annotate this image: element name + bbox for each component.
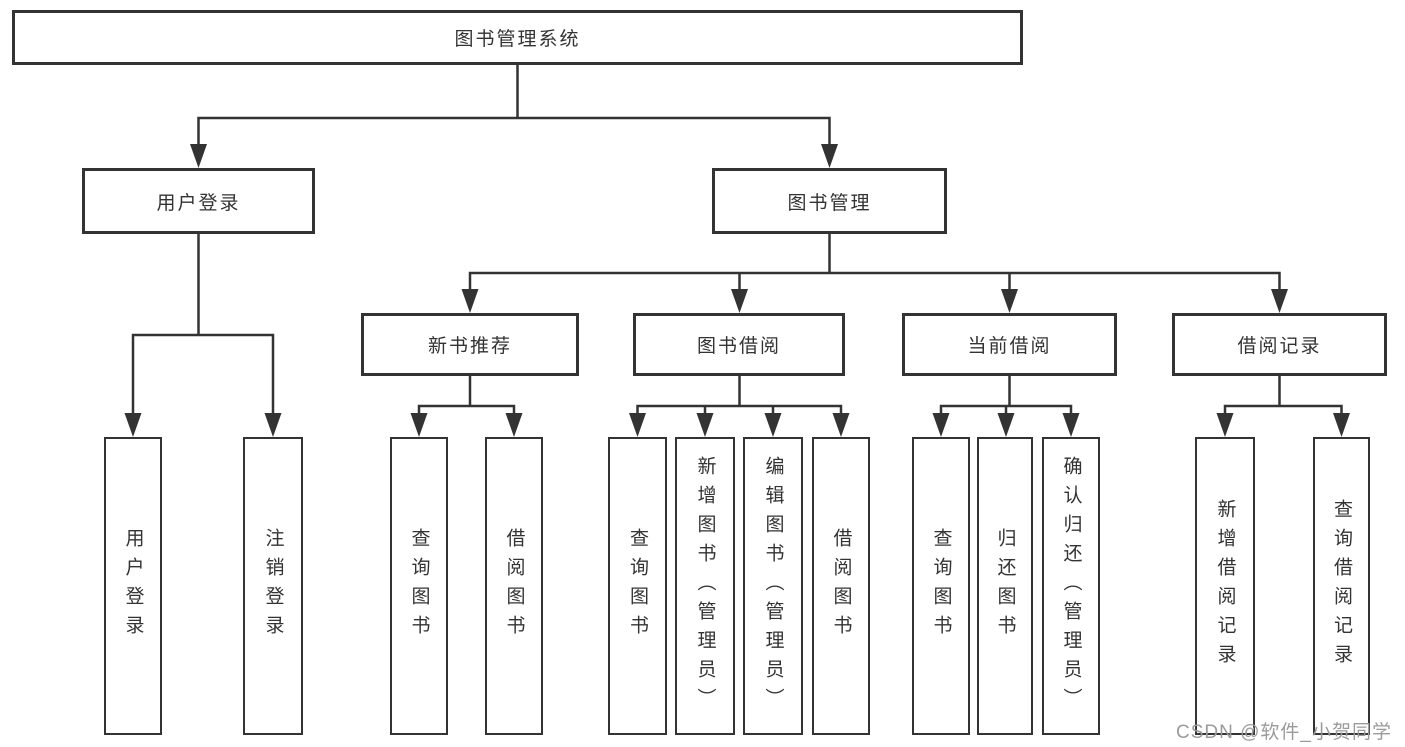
leaf-logout-label: 注销登录 <box>262 528 284 644</box>
arrowheads <box>124 144 1350 437</box>
node-new-book-recommend: 新书推荐 <box>361 313 579 376</box>
leaf-edit-book-admin: 编辑图书（管理员） <box>743 437 803 735</box>
leaf-return-book-label: 归还图书 <box>994 528 1016 644</box>
leaf-logout: 注销登录 <box>243 437 303 735</box>
leaf-user-login: 用户登录 <box>104 437 162 735</box>
node-borrow-records-label: 借阅记录 <box>1237 336 1322 357</box>
node-new-book-recommend-label: 新书推荐 <box>427 336 512 357</box>
leaf-add-borrow-record: 新增借阅记录 <box>1195 437 1255 735</box>
leaf-return-book: 归还图书 <box>977 437 1033 735</box>
leaf-add-borrow-record-label: 新增借阅记录 <box>1214 499 1236 673</box>
watermark: CSDN @软件_小贺同学 <box>1176 722 1392 743</box>
leaf-user-login-label: 用户登录 <box>122 528 144 644</box>
leaf-query-borrow-record: 查询借阅记录 <box>1313 437 1370 735</box>
leaf-query-books-borrow: 查询图书 <box>608 437 667 735</box>
node-current-borrow: 当前借阅 <box>902 313 1117 376</box>
node-book-borrow-label: 图书借阅 <box>696 336 781 357</box>
node-borrow-records: 借阅记录 <box>1172 313 1387 376</box>
node-book-management-label: 图书管理 <box>787 192 872 214</box>
leaf-query-books-recommend-label: 查询图书 <box>408 528 430 644</box>
leaf-borrow-books-recommend: 借阅图书 <box>485 437 543 735</box>
leaf-query-borrow-record-label: 查询借阅记录 <box>1331 499 1352 673</box>
leaf-add-book-admin: 新增图书（管理员） <box>675 437 735 735</box>
node-book-borrow: 图书借阅 <box>633 313 845 376</box>
leaf-borrow-books-recommend-label: 借阅图书 <box>503 528 525 644</box>
leaf-confirm-return-admin-label: 确认归还（管理员） <box>1060 455 1082 717</box>
leaf-borrow-books: 借阅图书 <box>812 437 870 735</box>
leaf-edit-book-admin-label: 编辑图书（管理员） <box>762 455 784 717</box>
node-user-login-label: 用户登录 <box>156 192 241 214</box>
leaf-query-books-borrow-label: 查询图书 <box>627 528 648 644</box>
leaf-query-books-current-label: 查询图书 <box>930 528 952 644</box>
node-user-login: 用户登录 <box>82 168 315 234</box>
node-root-library-system: 图书管理系统 <box>12 10 1023 65</box>
leaf-add-book-admin-label: 新增图书（管理员） <box>694 455 716 717</box>
leaf-borrow-books-label: 借阅图书 <box>830 528 852 644</box>
node-current-borrow-label: 当前借阅 <box>967 336 1052 357</box>
leaf-query-books-current: 查询图书 <box>912 437 970 735</box>
node-root-label: 图书管理系统 <box>454 29 581 50</box>
node-book-management: 图书管理 <box>712 168 947 234</box>
leaf-query-books-recommend: 查询图书 <box>390 437 448 735</box>
leaf-confirm-return-admin: 确认归还（管理员） <box>1042 437 1100 735</box>
